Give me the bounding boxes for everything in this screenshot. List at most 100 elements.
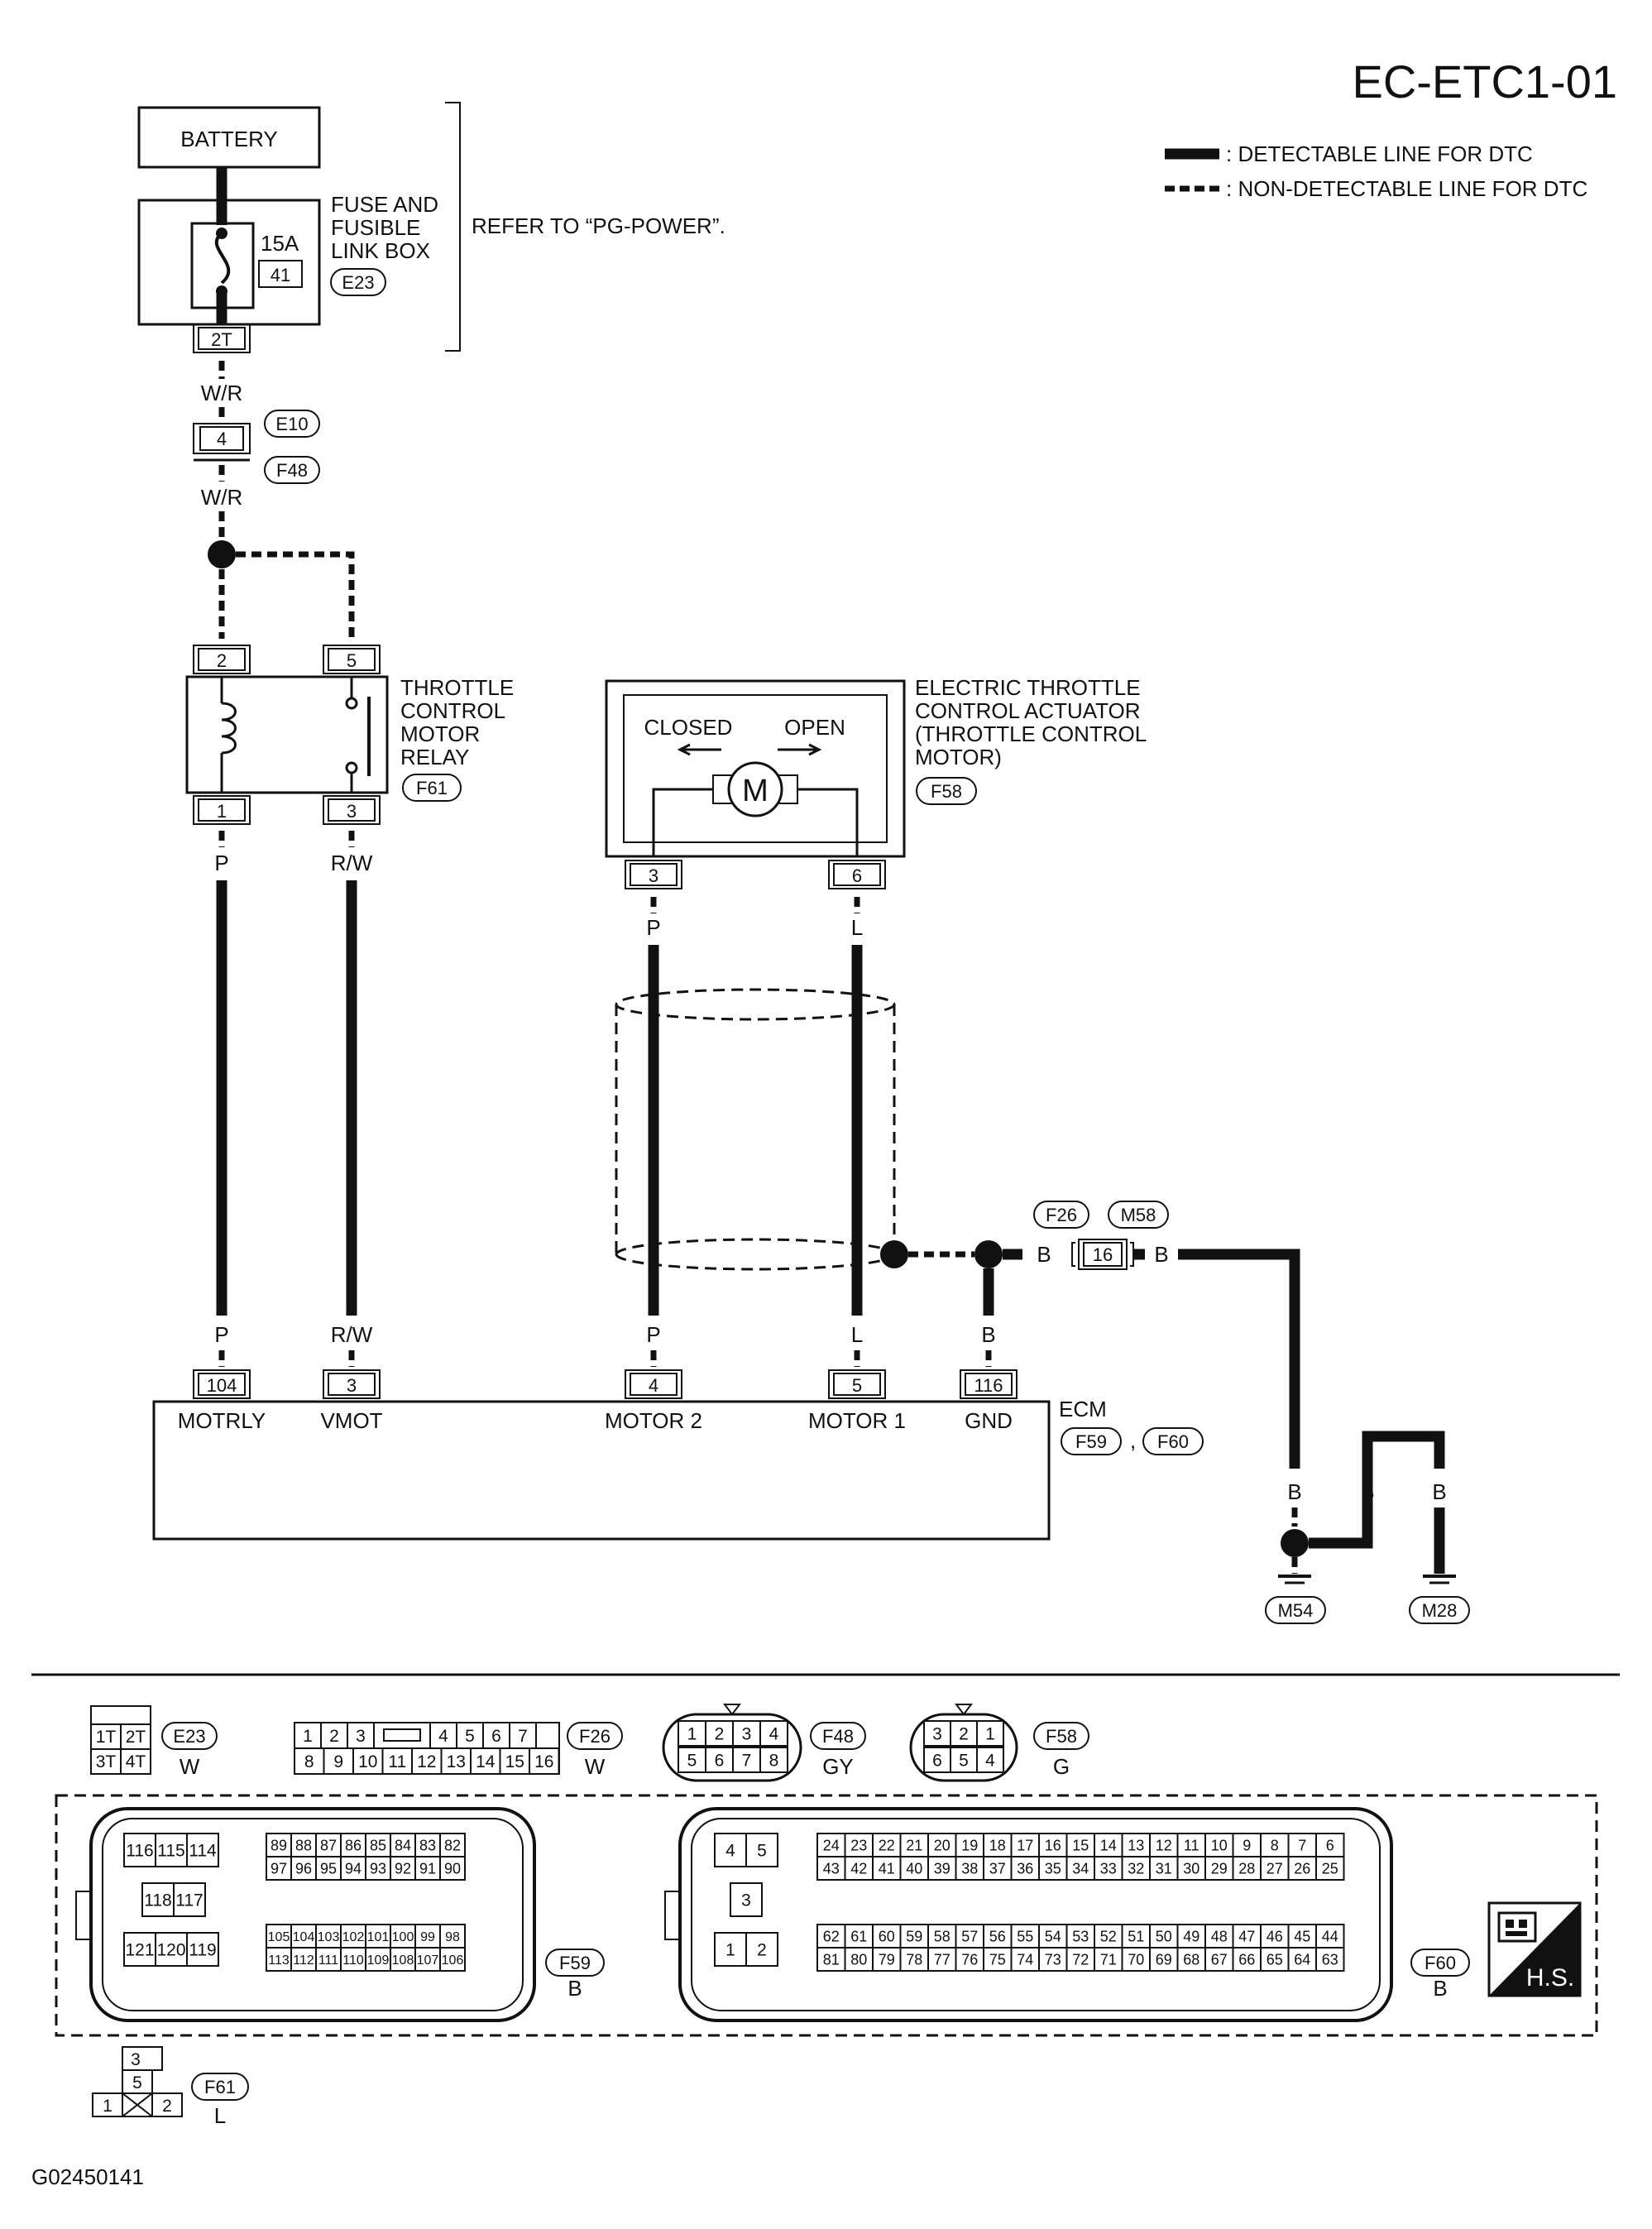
diagram-id: EC-ETC1-01 — [1352, 55, 1617, 108]
pin-cell — [976, 1747, 1004, 1773]
pin-label: 7 — [742, 1752, 752, 1771]
pin-label: 13 — [1128, 1837, 1144, 1853]
pin-label: 98 — [445, 1930, 460, 1944]
pin-label: 15 — [1072, 1837, 1089, 1853]
pin-label: 69 — [1156, 1951, 1172, 1968]
pin-label: 9 — [333, 1752, 343, 1771]
pin-label: 2 — [959, 1725, 969, 1744]
legend: : DETECTABLE LINE FOR DTC : NON-DETECTAB… — [1165, 141, 1587, 201]
joint-upper-connector: E10 — [275, 414, 308, 434]
splice-ground-m54 — [1281, 1529, 1309, 1557]
ground-symbol-m28-icon — [1423, 1575, 1456, 1584]
pin-label: 56 — [989, 1928, 1006, 1944]
pin-label: 71 — [1100, 1951, 1117, 1968]
harness-connector-icon — [1497, 1911, 1537, 1943]
pin-label: 87 — [320, 1837, 337, 1853]
connector-view-e23: 1T 2T 3T 4T — [90, 1705, 151, 1775]
ecm-label: ECM — [1059, 1397, 1107, 1421]
pin-label: 33 — [1100, 1860, 1117, 1877]
f26-color: W — [585, 1754, 606, 1779]
pin-label: 54 — [1045, 1928, 1061, 1944]
fuse-symbol-icon — [214, 232, 230, 285]
pin-label: 16 — [534, 1752, 553, 1771]
pin-cell — [173, 1882, 206, 1917]
wire-color-b-gnd: B — [981, 1322, 995, 1347]
f59-name: F59 — [559, 1953, 591, 1973]
pin-label: 57 — [961, 1928, 978, 1944]
relay-label-1: THROTTLE — [400, 675, 514, 700]
hs-badge: H.S. — [1487, 1901, 1582, 1997]
pin-label: 100 — [392, 1930, 414, 1944]
splice-power — [208, 540, 236, 568]
pin-label: 3 — [356, 1727, 366, 1746]
pin-label: 80 — [850, 1951, 867, 1968]
f61-name: F61 — [204, 2077, 236, 2097]
pin-label: 59 — [906, 1928, 922, 1944]
f58-name: F58 — [1046, 1726, 1077, 1747]
ground-m54-label: M54 — [1278, 1600, 1314, 1621]
pin-label: 50 — [1156, 1928, 1172, 1944]
pin-cell — [373, 1722, 431, 1749]
pin-label: 29 — [1211, 1860, 1228, 1877]
f61-color: L — [214, 2103, 226, 2128]
ground-joint-f26-m58: 16 — [1071, 1239, 1134, 1270]
pin-label: 8 — [304, 1752, 314, 1771]
actuator-label-2: CONTROL ACTUATOR — [915, 698, 1141, 723]
wire-color-b-ground-1: B — [1287, 1479, 1301, 1504]
pin-label: 2 — [757, 1941, 767, 1960]
fuse-terminal-2t: 2T — [193, 324, 251, 353]
pin-label: 118 — [144, 1891, 171, 1910]
pin-label: 7 — [518, 1727, 528, 1746]
pin-label: 63 — [1322, 1951, 1338, 1968]
svg-text:5: 5 — [132, 2073, 142, 2092]
pin-cell — [976, 1720, 1004, 1747]
pin-label: 108 — [392, 1953, 414, 1968]
pin-label: 6 — [932, 1752, 942, 1771]
pin-label: 41 — [879, 1860, 895, 1877]
pin-label: 66 — [1238, 1951, 1255, 1968]
ecm-connector-sep: , — [1130, 1428, 1136, 1453]
pin-label: 58 — [934, 1928, 950, 1944]
ground-symbol-m54-icon — [1278, 1575, 1311, 1584]
pin-label: 52 — [1100, 1928, 1117, 1944]
wire-color-p-motor2: P — [646, 1322, 660, 1347]
pin-label: 101 — [367, 1930, 390, 1944]
ecm-connector-f60: F60 — [1157, 1431, 1189, 1452]
pin-label: 110 — [342, 1953, 364, 1968]
svg-text:2T: 2T — [126, 1728, 146, 1747]
f60-color: B — [1433, 1976, 1447, 2001]
pin-label: 34 — [1072, 1860, 1089, 1877]
wire-color-p-ecm: P — [214, 1322, 228, 1347]
pin-label: 20 — [934, 1837, 950, 1853]
wire-color-wr-bottom: W/R — [201, 485, 243, 510]
pin-label: 105 — [268, 1930, 290, 1944]
pin-label: 78 — [906, 1951, 922, 1968]
pin-label: 116 — [126, 1842, 153, 1861]
pin-cell — [1315, 1947, 1345, 1972]
pin-label: 44 — [1322, 1928, 1338, 1944]
pin-label: 97 — [271, 1860, 287, 1877]
svg-text:3: 3 — [347, 1375, 357, 1396]
arrow-right-icon — [778, 743, 822, 756]
pin-label: 89 — [271, 1837, 287, 1853]
pin-label: 48 — [1211, 1928, 1228, 1944]
pin-label: 30 — [1183, 1860, 1199, 1877]
relay-label-4: RELAY — [400, 745, 469, 769]
pin-label: 104 — [293, 1930, 315, 1944]
pin-label: 4 — [725, 1842, 735, 1861]
pin-label: 12 — [417, 1752, 436, 1771]
relay-label-3: MOTOR — [400, 721, 480, 746]
wire-color-p-actuator: P — [646, 915, 660, 940]
ground-m28-label: M28 — [1422, 1600, 1458, 1621]
pin-label: 76 — [961, 1951, 978, 1968]
fuse-box-label-1: FUSE AND — [331, 192, 438, 217]
e23-color: W — [180, 1754, 200, 1779]
pin-label: 84 — [395, 1837, 411, 1853]
pin-label: 25 — [1322, 1860, 1338, 1877]
pin-label: 6 — [1326, 1837, 1334, 1853]
svg-text:2T: 2T — [211, 329, 232, 350]
pin-label: 91 — [419, 1860, 436, 1877]
